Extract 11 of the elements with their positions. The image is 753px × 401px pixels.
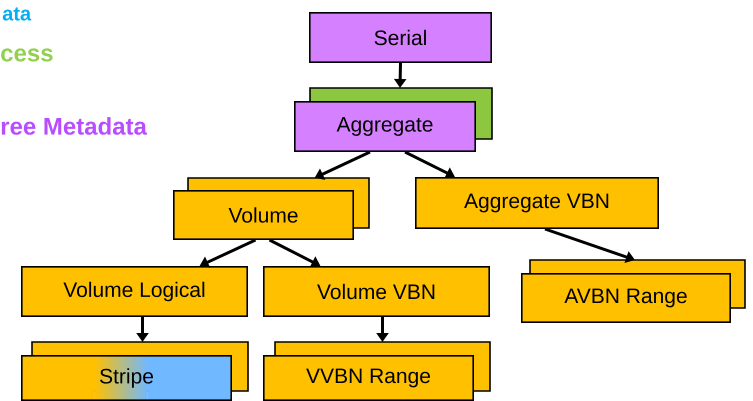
- process-box: Aggregate: [294, 87, 493, 152]
- process-box: Aggregate VBN: [415, 177, 659, 229]
- process-box: Volume Logical: [21, 266, 248, 317]
- heading-text: ree Metadata: [2, 117, 148, 135]
- process-box: VVBN Range: [263, 341, 491, 401]
- process-box: Volume VBN: [263, 266, 490, 317]
- heading-text: ata: [2, 7, 32, 21]
- process-box: AVBN Range: [521, 259, 746, 323]
- process-box: Volume: [173, 177, 370, 240]
- heading-text: cess: [1, 48, 53, 62]
- process-box: Serial: [309, 12, 492, 63]
